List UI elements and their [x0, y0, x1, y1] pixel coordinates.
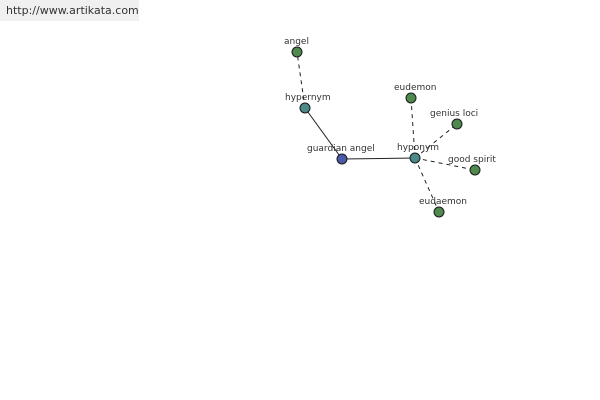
- source-url-banner[interactable]: http://www.artikata.com: [0, 0, 139, 21]
- node-hypernym[interactable]: [299, 102, 311, 114]
- nodes-layer: [291, 46, 481, 218]
- node-hyponym[interactable]: [409, 152, 421, 164]
- labels-layer: guardian angel hypernym angel hyponym eudemo…: [284, 37, 496, 207]
- edge-guardian-angel-to-hypernym: [304, 107, 343, 160]
- node-label-genius-loci[interactable]: genius loci: [430, 109, 478, 119]
- node-label-eudaemon[interactable]: eudaemon: [419, 197, 467, 207]
- node-label-hypernym[interactable]: hypernym: [285, 93, 331, 103]
- edge-hyponym-to-eudaemon: [414, 157, 440, 213]
- node-eudaemon[interactable]: [433, 206, 445, 218]
- node-label-guardian-angel[interactable]: guardian angel: [307, 144, 375, 154]
- node-guardian-angel[interactable]: [336, 153, 348, 165]
- edges-layer: [296, 51, 476, 213]
- edge-hyponym-to-good-spirit: [414, 157, 476, 171]
- node-label-eudemon[interactable]: eudemon: [394, 83, 436, 93]
- node-label-angel[interactable]: angel: [284, 37, 309, 47]
- edge-hypernym-to-angel: [296, 51, 306, 109]
- node-genius-loci[interactable]: [451, 118, 463, 130]
- edge-guardian-angel-to-hyponym: [341, 157, 416, 160]
- node-eudemon[interactable]: [405, 92, 417, 104]
- node-label-good-spirit[interactable]: good spirit: [448, 155, 496, 165]
- node-angel[interactable]: [291, 46, 303, 58]
- edge-hyponym-to-genius-loci: [414, 123, 458, 159]
- edge-hyponym-to-eudemon: [410, 97, 416, 159]
- node-label-hyponym[interactable]: hyponym: [397, 143, 439, 153]
- node-good-spirit[interactable]: [469, 164, 481, 176]
